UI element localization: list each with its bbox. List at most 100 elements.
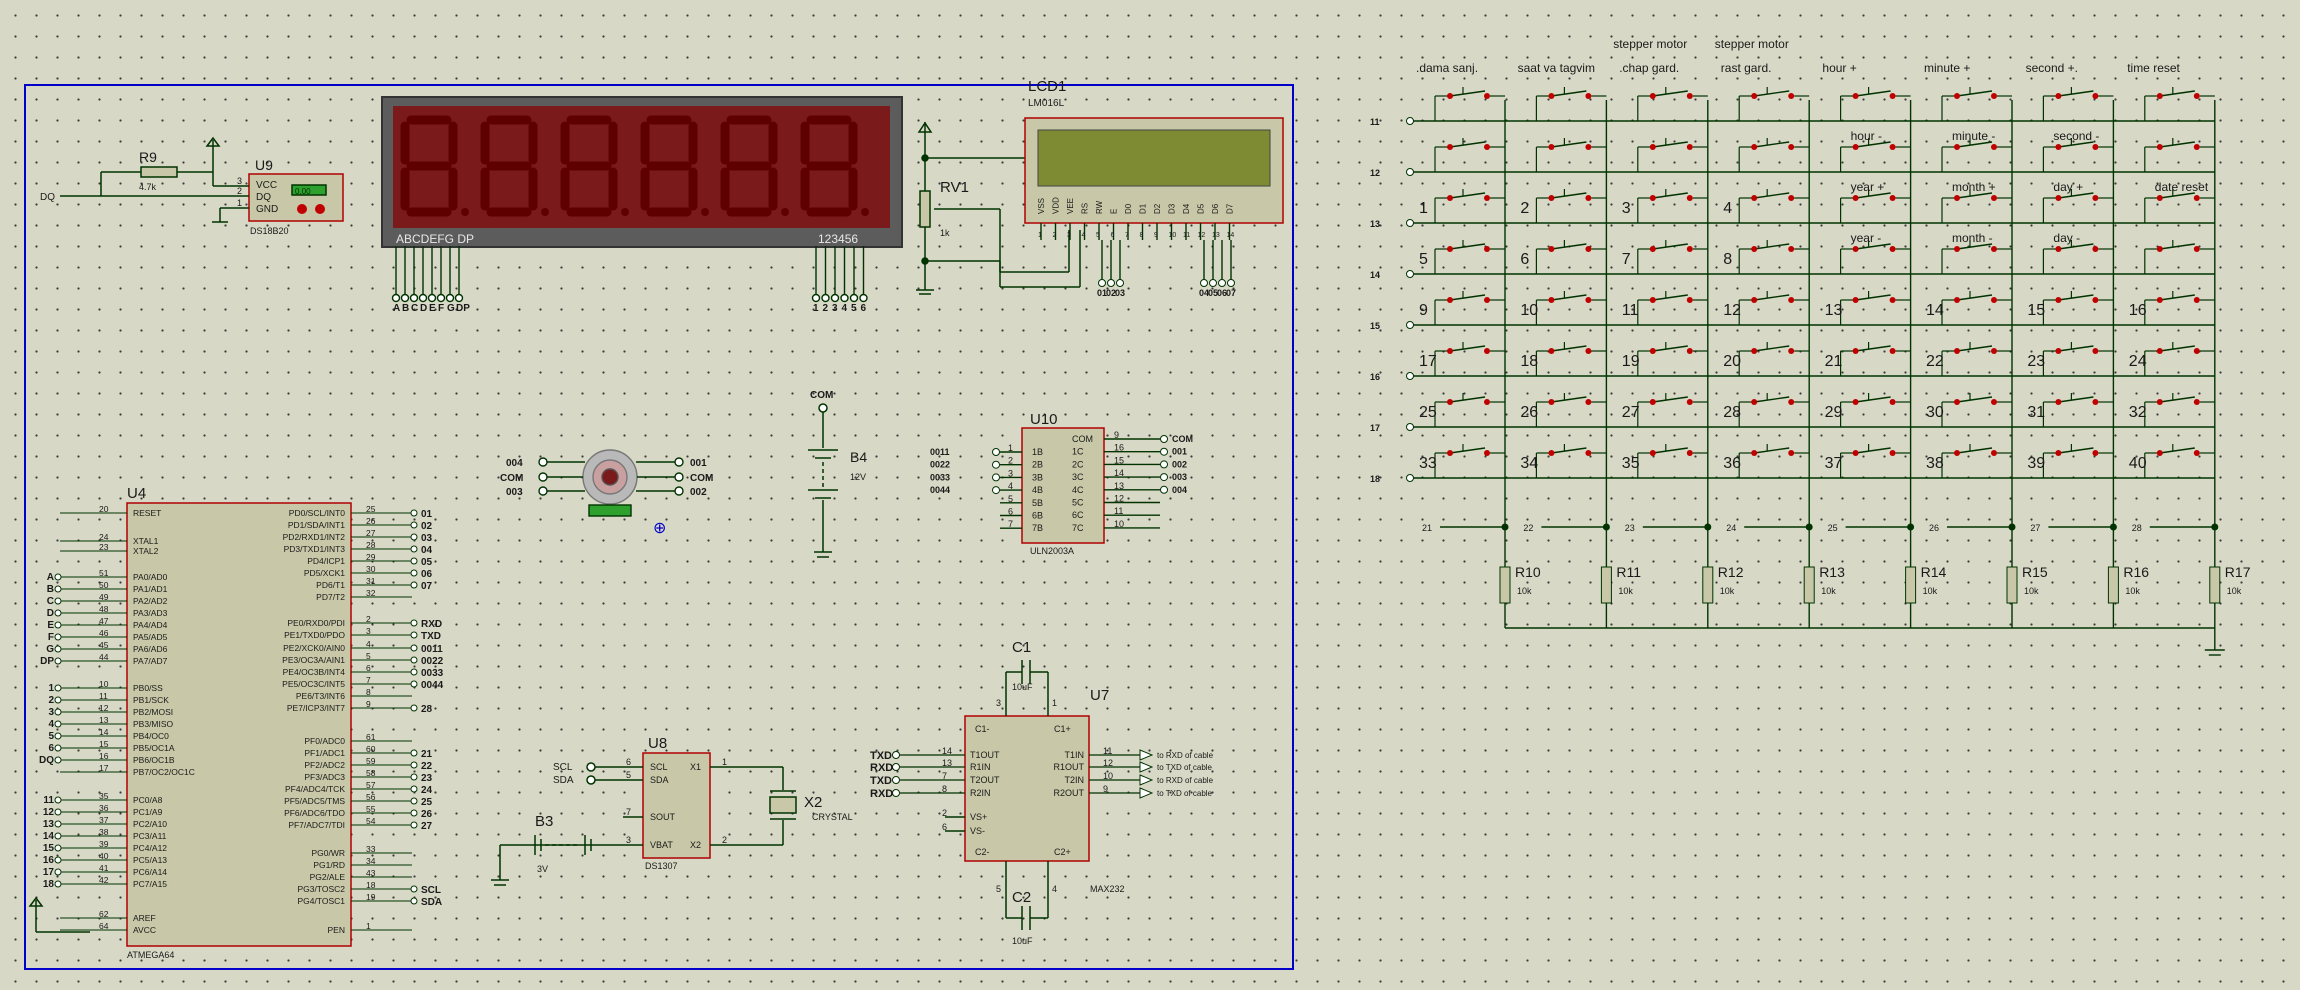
keypad-button[interactable] [1839, 291, 1911, 325]
u4-terminal [410, 885, 418, 893]
keypad-button[interactable] [1637, 444, 1708, 478]
keypad-button[interactable] [1738, 87, 1810, 121]
cable-output-arrow [1139, 787, 1154, 799]
contact-dot [2055, 450, 2062, 456]
keypad-button[interactable] [1535, 444, 1607, 478]
u4-net-28: 28 [421, 704, 433, 715]
keypad-button[interactable] [1637, 342, 1708, 376]
keypad-button[interactable] [1941, 393, 2012, 427]
contact-dot [2156, 399, 2163, 405]
max232-chip[interactable] [945, 660, 1090, 930]
keypad-button[interactable] [1637, 87, 1708, 121]
keypad-button[interactable] [2144, 291, 2215, 325]
u4-pin-pa1-ad1: PA1/AD1 [133, 584, 168, 594]
keypad-button[interactable] [2144, 240, 2215, 274]
contact-dot [2092, 399, 2099, 405]
keypad-button[interactable] [2042, 444, 2114, 478]
keypad-button[interactable] [1738, 240, 1810, 274]
keypad-button[interactable] [1941, 87, 2012, 121]
keypad-button[interactable] [2042, 138, 2114, 172]
sensor-pin-gnd: GND [256, 204, 278, 215]
keypad-button[interactable] [1434, 240, 1505, 274]
keypad-button[interactable] [1637, 291, 1708, 325]
switch-contact [1956, 90, 1993, 97]
keypad-button[interactable] [2042, 291, 2114, 325]
u10-pin-num: 16 [1114, 443, 1124, 453]
keypad-button-label: year - [1851, 231, 1882, 245]
atmega64-chip[interactable] [126, 502, 352, 947]
keypad-button[interactable] [1738, 444, 1810, 478]
keypad-button[interactable] [1535, 240, 1607, 274]
ds1307-rtc[interactable] [491, 752, 797, 886]
keypad-button[interactable] [1839, 342, 1911, 376]
keypad-button[interactable] [1738, 189, 1810, 223]
keypad-button[interactable] [1535, 189, 1607, 223]
decimal-point [541, 208, 549, 216]
u4-terminal [54, 856, 62, 864]
keypad-button[interactable] [2042, 342, 2114, 376]
keypad-button[interactable] [2042, 393, 2114, 427]
keypad-button[interactable] [2144, 393, 2215, 427]
keypad-button[interactable] [2144, 342, 2215, 376]
contact-dot [1991, 399, 1997, 405]
contact-dot [1852, 144, 1859, 150]
u10-pin-num: 13 [1114, 481, 1124, 491]
keypad-button[interactable] [2144, 444, 2215, 478]
keypad-button[interactable] [1941, 138, 2012, 172]
keypad-button[interactable] [2144, 87, 2215, 121]
keypad-button[interactable] [1434, 138, 1505, 172]
keypad-button[interactable] [1941, 444, 2012, 478]
keypad-button[interactable] [1941, 189, 2012, 223]
keypad-button[interactable] [1535, 291, 1607, 325]
keypad-button[interactable] [1637, 393, 1708, 427]
keypad-button[interactable] [1434, 342, 1505, 376]
keypad-button[interactable] [1839, 189, 1911, 223]
u4-net-14: 14 [43, 831, 55, 842]
keypad-button[interactable] [1434, 444, 1505, 478]
seg-pin-terminal [445, 293, 455, 303]
u8-pin-x1: X1 [690, 762, 701, 772]
keypad-button[interactable] [1941, 291, 2012, 325]
keypad-button[interactable] [1738, 291, 1810, 325]
keypad-button[interactable] [1637, 138, 1708, 172]
keypad-button[interactable] [2144, 189, 2215, 223]
keypad-button[interactable] [1738, 342, 1810, 376]
keypad-button[interactable] [1535, 342, 1607, 376]
keypad-button[interactable] [2144, 138, 2215, 172]
keypad-button[interactable] [1839, 240, 1911, 274]
resistor-value: 10k [1720, 586, 1735, 596]
keypad-button[interactable] [1637, 189, 1708, 223]
keypad-button[interactable] [1941, 240, 2012, 274]
keypad-button[interactable] [1738, 393, 1810, 427]
keypad-button[interactable] [2042, 87, 2114, 121]
keypad-button[interactable] [1434, 87, 1505, 121]
keypad-button-label: hour - [1851, 129, 1882, 143]
keypad-button[interactable] [1941, 342, 2012, 376]
keypad-button[interactable] [2042, 240, 2114, 274]
keypad-button[interactable] [2042, 189, 2114, 223]
u10-net-001: 001 [1172, 447, 1187, 457]
temperature-sensor[interactable] [60, 136, 344, 223]
keypad-button[interactable] [1839, 87, 1911, 121]
keypad-button[interactable] [1434, 393, 1505, 427]
u4-pin-num: 15 [99, 739, 109, 749]
keypad-button[interactable] [1434, 189, 1505, 223]
keypad-button[interactable] [1535, 393, 1607, 427]
u4-terminal [410, 521, 418, 529]
contact-dot [1686, 348, 1693, 354]
keypad-button[interactable] [1839, 138, 1911, 172]
switch-contact [2058, 447, 2094, 454]
keypad-button[interactable] [1839, 393, 1911, 427]
keypad-button[interactable] [1839, 444, 1911, 478]
contact-dot [2156, 450, 2163, 456]
keypad-button[interactable] [1535, 138, 1607, 172]
stepper-motor[interactable] [538, 449, 684, 517]
keypad-button[interactable] [1434, 291, 1505, 325]
contact-dot [1585, 144, 1592, 150]
keypad-button[interactable] [1535, 87, 1607, 121]
keypad-button[interactable] [1637, 240, 1708, 274]
uln2003a-chip[interactable] [1021, 427, 1105, 544]
keypad-button[interactable] [1738, 138, 1810, 172]
u4-pin-pd3-txd1-int3: PD3/TXD1/INT3 [284, 544, 346, 554]
